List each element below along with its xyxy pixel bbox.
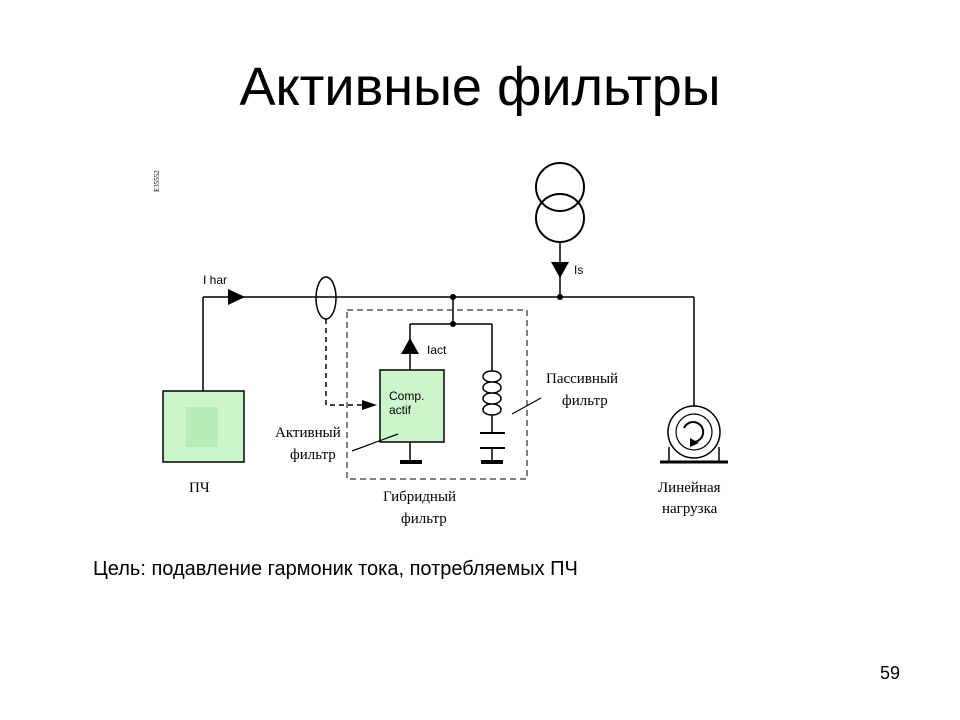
passive-filter-label-1: Пассивный [546, 371, 618, 387]
passive-pointer-line [511, 397, 542, 415]
comp-actif-label-2: actif [389, 403, 412, 417]
hybrid-filter-label-1: Гибридный [383, 489, 456, 505]
passive-filter-label-2: фильтр [562, 393, 608, 409]
iact-arrow [401, 338, 419, 354]
hybrid-filter-box [346, 309, 528, 480]
vfd-inner-panel [186, 407, 218, 447]
iact-label: Iact [427, 343, 447, 357]
is-label: Is [574, 263, 583, 277]
load-label-1: Линейная [658, 480, 721, 496]
side-code-label: E35552 [153, 170, 161, 192]
junction-dot-supply [557, 294, 563, 300]
active-pointer-line [351, 433, 399, 452]
hybrid-filter-label-2: фильтр [401, 511, 447, 527]
i-har-label: I har [203, 273, 227, 287]
inductor-icon [482, 370, 502, 416]
is-arrow [551, 262, 569, 278]
current-sensor-icon [315, 276, 337, 320]
goal-statement: Цель: подавление гармоник тока, потребля… [93, 558, 578, 580]
page-number: 59 [880, 663, 901, 683]
slide-title: Активные фильтры [239, 57, 721, 117]
comp-actif-label-1: Comp. [389, 389, 424, 403]
vfd-label: ПЧ [189, 480, 210, 496]
sensor-signal-line [325, 319, 364, 406]
motor-load-icon [660, 405, 728, 464]
active-filter-label-2: фильтр [290, 447, 336, 463]
comp-actif-block [379, 369, 445, 443]
i-har-arrow [228, 289, 245, 305]
junction-dot-branch [450, 321, 456, 327]
active-filter-label-1: Активный [275, 425, 341, 441]
sensor-signal-arrow [362, 400, 377, 410]
load-label-2: нагрузка [662, 501, 718, 517]
transformer-symbol [535, 162, 585, 243]
